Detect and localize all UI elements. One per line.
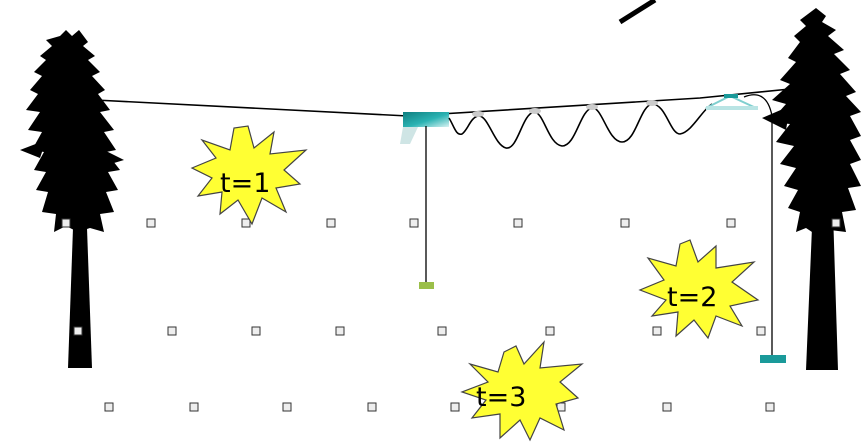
grid-marker [147, 219, 155, 227]
marker-row-2 [74, 327, 765, 335]
marker-row-1 [62, 219, 840, 227]
haul-line-right [744, 95, 772, 355]
grid-marker [283, 403, 291, 411]
burst-label-t1: t=1 [220, 168, 270, 199]
grid-marker [438, 327, 446, 335]
grid-marker [766, 403, 774, 411]
grid-marker [514, 219, 522, 227]
carriage-left [400, 112, 449, 144]
grid-marker [832, 219, 840, 227]
grid-marker [653, 327, 661, 335]
grid-marker [621, 219, 629, 227]
grid-marker [242, 219, 250, 227]
left-tree [20, 30, 124, 368]
load-pad-right [760, 355, 786, 363]
grid-marker [757, 327, 765, 335]
grid-marker [252, 327, 260, 335]
grid-marker [368, 403, 376, 411]
grid-marker [336, 327, 344, 335]
grid-marker [190, 403, 198, 411]
grid-marker [663, 403, 671, 411]
grid-marker [546, 327, 554, 335]
burst-label-t3: t=3 [476, 382, 526, 413]
grid-marker [62, 219, 70, 227]
marker-row-3 [105, 403, 774, 411]
grid-marker [105, 403, 113, 411]
grid-marker [168, 327, 176, 335]
skyline-cable [95, 88, 800, 116]
load-pad-left [419, 282, 434, 289]
grid-marker [327, 219, 335, 227]
starburst-t1: t=1 [192, 126, 306, 224]
grid-marker [727, 219, 735, 227]
pointer-line [620, 0, 655, 22]
right-tree [762, 8, 861, 370]
starburst-t3: t=3 [462, 342, 582, 440]
grid-marker [410, 219, 418, 227]
burst-label-t2: t=2 [667, 282, 717, 313]
grid-marker [74, 327, 82, 335]
starburst-t2: t=2 [640, 240, 758, 338]
grid-marker [451, 403, 459, 411]
